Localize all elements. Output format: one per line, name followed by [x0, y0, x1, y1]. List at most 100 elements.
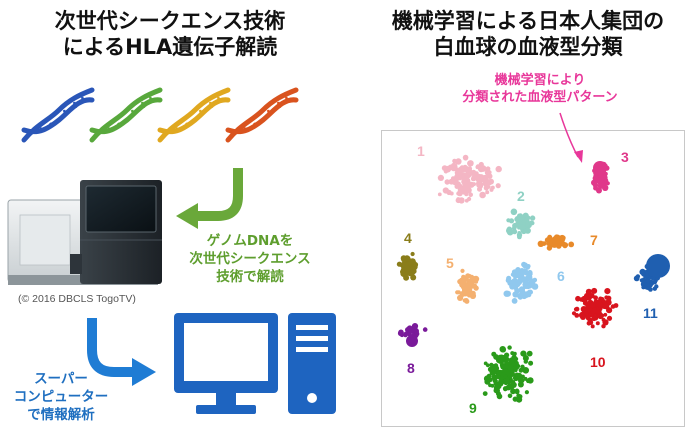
cluster-10-dot — [595, 321, 600, 326]
cluster-8-dot — [411, 323, 419, 330]
dna-helix-green-icon — [89, 87, 163, 143]
cluster-1-dot — [479, 181, 484, 186]
cluster-5-dot — [470, 275, 476, 282]
cluster-label-9: 9 — [469, 400, 477, 416]
cluster-1-dot — [437, 174, 444, 181]
cluster-4-dot — [409, 258, 416, 265]
cluster-10-dot — [584, 292, 591, 300]
cluster-label-1: 1 — [417, 143, 425, 159]
cluster-8-centroid — [406, 335, 418, 347]
cluster-9-dot — [496, 393, 503, 400]
cluster-10-dot — [603, 312, 608, 317]
cluster-7-dot — [560, 242, 565, 247]
cluster-9-dot — [483, 375, 491, 383]
cluster-label-8: 8 — [407, 360, 415, 376]
left-diagram — [7, 87, 336, 414]
cluster-1-dot — [465, 187, 472, 194]
cluster-9-dot — [487, 366, 494, 372]
cluster-1-dot — [461, 185, 467, 191]
cluster-8-dot — [422, 327, 428, 332]
cluster-7-dot — [551, 242, 558, 248]
cluster-2-dot — [519, 215, 525, 221]
super-label-line1: スーパー — [34, 371, 88, 387]
cluster-5-dot — [460, 284, 466, 290]
cluster-7-dot — [561, 235, 566, 240]
right-title-line2: 白血球の血液型分類 — [433, 35, 623, 59]
cluster-10-dot — [604, 288, 611, 295]
cluster-10-dot — [590, 324, 595, 329]
cluster-2-dot — [506, 218, 511, 223]
cluster-10-dot — [606, 295, 612, 301]
cluster-5-dot — [462, 298, 468, 303]
cluster-6-dot — [511, 272, 518, 278]
cluster-10-dot — [574, 313, 580, 318]
cluster-10-dot — [606, 315, 613, 321]
cluster-6-dot — [524, 280, 530, 286]
cluster-6-dot — [515, 267, 521, 273]
cluster-2-dot — [522, 222, 526, 226]
cluster-5-dot — [459, 277, 466, 284]
cluster-6-dot — [527, 269, 533, 276]
cluster-1-dot — [467, 181, 471, 185]
cluster-9-dot — [526, 350, 533, 357]
cluster-9-dot — [527, 377, 534, 384]
cluster-1-dot — [479, 191, 486, 199]
cluster-10-dot — [583, 311, 588, 316]
cluster-8-dot — [399, 332, 405, 338]
cluster-11-dot — [654, 284, 659, 289]
cluster-3-dot — [592, 175, 599, 182]
cluster-1-dot — [464, 192, 469, 197]
green-arrow-icon — [176, 168, 243, 229]
cluster-10-dot — [585, 302, 592, 309]
genome-label-line3: 技術で解読 — [216, 269, 284, 285]
cluster-2-dot — [524, 227, 531, 234]
cluster-label-6: 6 — [557, 268, 565, 284]
cluster-1-dot — [468, 192, 474, 197]
cluster-6-dot — [514, 288, 520, 294]
cluster-1-dot — [495, 183, 501, 189]
cluster-3-centroid — [593, 161, 607, 175]
left-title-line2: によるHLA遺伝子解読 — [62, 35, 278, 59]
cluster-9-dot — [503, 356, 510, 362]
cluster-9-dot — [507, 345, 512, 350]
cluster-4-dot — [410, 251, 415, 257]
cluster-10-dot — [597, 312, 604, 319]
cluster-1-dot — [461, 168, 466, 173]
cluster-5-dot — [474, 279, 479, 284]
cluster-8-dot — [414, 331, 420, 337]
left-title-line1: 次世代シークエンス技術 — [54, 9, 286, 33]
cluster-1-dot — [446, 189, 452, 196]
ml-annotation-label: 機械学習により 分類された血液型パターン — [430, 72, 650, 106]
sequencer-machine-icon — [7, 180, 162, 285]
cluster-10-dot — [588, 319, 594, 325]
cluster-9-dot — [520, 350, 527, 357]
cluster-4-dot — [405, 255, 411, 262]
cluster-11-dot — [646, 286, 651, 291]
cluster-6-dot — [525, 275, 531, 280]
cluster-1-dot — [488, 178, 494, 185]
cluster-11-dot — [645, 273, 650, 278]
cluster-9-dot — [510, 351, 515, 356]
cluster-5-dot — [467, 273, 472, 278]
cluster-9-dot — [488, 383, 492, 388]
cluster-2-dot — [517, 231, 522, 235]
cluster-3-dot — [605, 181, 610, 186]
cluster-10-dot — [589, 293, 595, 299]
cluster-10-dot — [601, 324, 606, 329]
right-title-line1: 機械学習による日本人集団の — [391, 9, 665, 33]
cluster-1-dot — [456, 191, 461, 196]
cluster-10-dot — [606, 307, 613, 314]
cluster-8-dot — [403, 333, 408, 338]
cluster-9-dot — [515, 363, 521, 369]
cluster-1-dot — [451, 164, 458, 171]
cluster-10-dot — [579, 297, 584, 302]
cluster-label-7: 7 — [590, 232, 598, 248]
cluster-2-dot — [511, 229, 518, 235]
cluster-9-dot — [500, 375, 505, 380]
cluster-9-dot — [494, 385, 500, 391]
cluster-9-dot — [502, 368, 509, 375]
cluster-6-dot — [518, 286, 526, 293]
cluster-9-dot — [504, 352, 510, 358]
cluster-2-dot — [506, 227, 512, 234]
